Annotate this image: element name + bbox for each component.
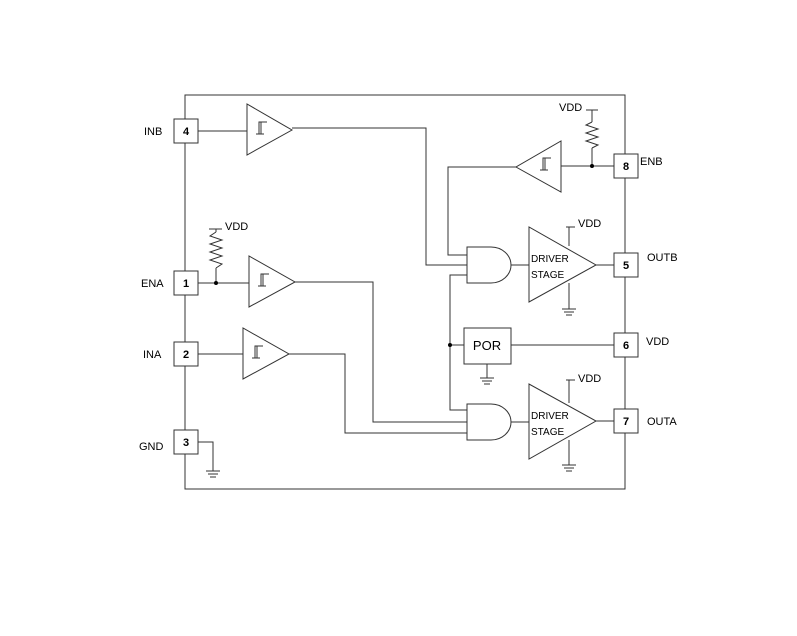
driver-stage-b: DRIVER STAGE [528,226,598,303]
svg-text:4: 4 [183,126,190,138]
svg-text:5: 5 [623,260,629,272]
schmitt-buffer-enb [514,140,562,193]
svg-text:STAGE: STAGE [531,270,564,281]
svg-text:OUTB: OUTB [647,252,678,264]
pin-inb: 4 INB [144,118,199,144]
ground-symbol-icon [562,308,576,316]
and-gate-a [466,403,512,441]
pin-outa: 7 OUTA [613,408,677,434]
driver-stage-a: DRIVER STAGE [528,383,598,460]
vdd-label-enb-pullup: VDD [559,102,582,114]
and-gate-b [466,246,512,284]
svg-text:INB: INB [144,126,162,138]
svg-text:2: 2 [183,349,189,361]
schmitt-buffer-inb [246,103,294,156]
schmitt-buffer-ena [248,255,297,308]
ground-symbol-icon [206,470,220,478]
svg-text:ENA: ENA [141,278,164,290]
pin-enb: 8 ENB [613,153,663,179]
pin-gnd: 3 GND [139,429,199,455]
schmitt-trigger-icon [256,121,267,135]
pin-outb: 5 OUTB [613,252,678,278]
svg-text:7: 7 [623,416,629,428]
svg-text:3: 3 [183,437,189,449]
ground-symbol-icon [562,464,576,472]
svg-text:POR: POR [473,338,501,353]
pullup-resistor-enb [584,121,600,149]
vdd-label-driver-b: VDD [578,218,601,230]
ground-symbol-icon [480,377,494,385]
vdd-label-ena-pullup: VDD [225,221,248,233]
schmitt-trigger-icon [252,345,263,359]
junction-dots [214,164,594,347]
pin-ena: 1 ENA [141,270,199,296]
schmitt-trigger-icon [258,273,269,287]
svg-text:STAGE: STAGE [531,427,564,438]
schmitt-buffer-ina [242,327,291,380]
svg-text:ENB: ENB [640,156,663,168]
svg-text:OUTA: OUTA [647,416,677,428]
svg-text:GND: GND [139,441,164,453]
pin-ina: 2 INA [143,341,199,367]
vdd-label-driver-a: VDD [578,373,601,385]
pullup-resistor-ena [208,231,224,269]
svg-text:DRIVER: DRIVER [531,411,569,422]
svg-text:DRIVER: DRIVER [531,254,569,265]
svg-text:INA: INA [143,349,162,361]
svg-text:8: 8 [623,161,629,173]
por-block: POR [463,327,512,365]
svg-text:6: 6 [623,340,629,352]
wires [198,109,614,471]
schmitt-trigger-icon [540,157,551,171]
svg-text:VDD: VDD [646,336,669,348]
svg-text:1: 1 [183,278,189,290]
pin-vdd: 6 VDD [613,332,669,358]
